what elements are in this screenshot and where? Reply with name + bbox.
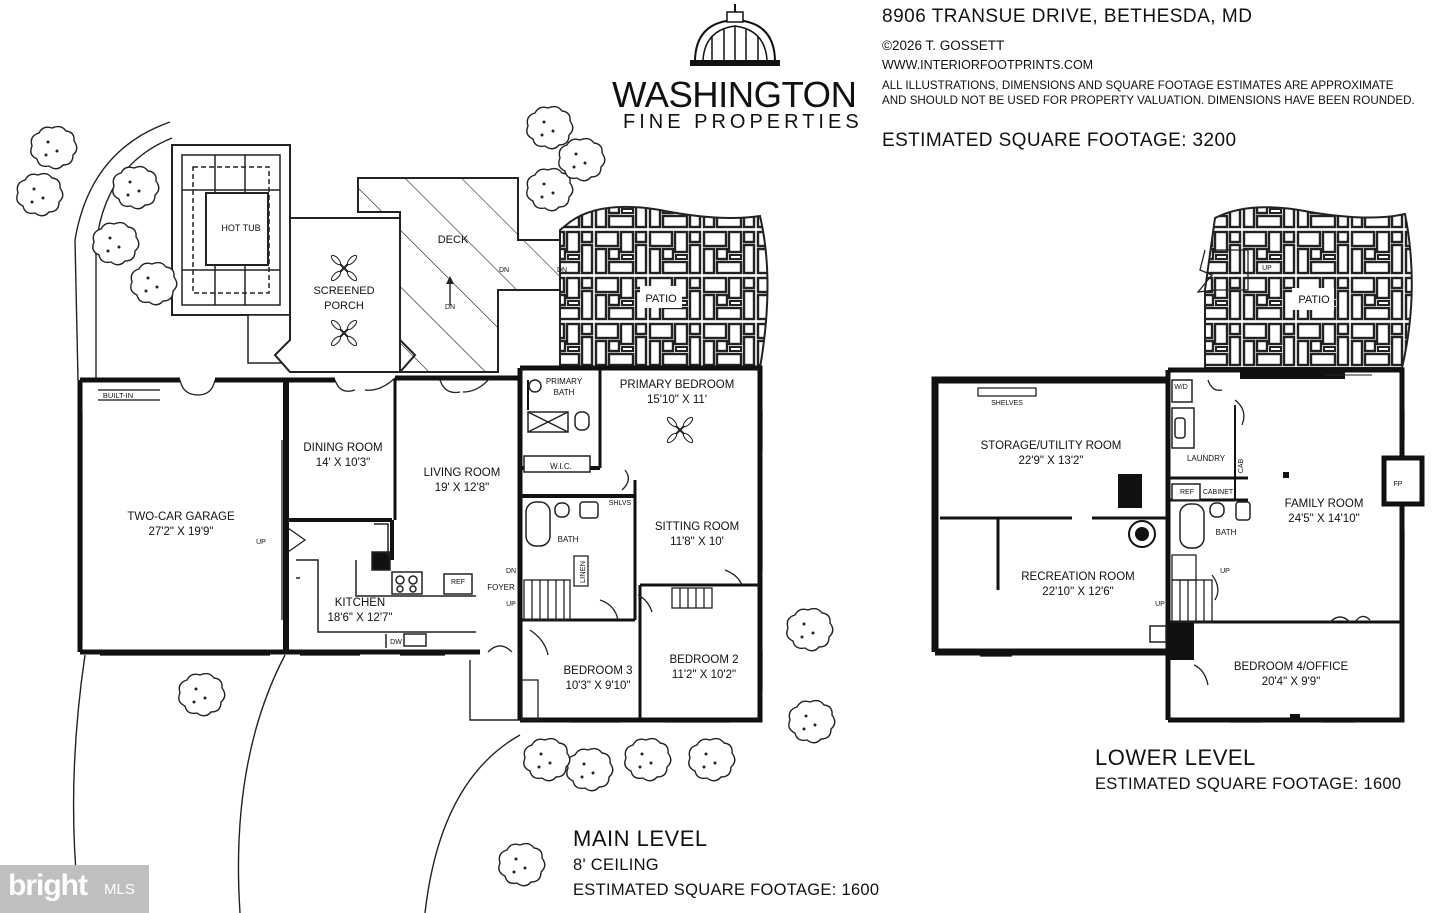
primary-bedroom-name: PRIMARY BEDROOM: [620, 379, 735, 391]
garage-name: TWO-CAR GARAGE: [127, 511, 235, 523]
dn-label-deck: DN: [499, 267, 509, 274]
linen-label: LINEN: [578, 561, 587, 583]
kitchen-counters: [296, 523, 476, 648]
bath-lower-label: BATH: [1216, 528, 1237, 537]
total-square-footage: ESTIMATED SQUARE FOOTAGE: 3200: [882, 130, 1237, 151]
family-room-dim: 24'5" X 14'10": [1288, 513, 1359, 525]
bedroom2-name: BEDROOM 2: [669, 654, 738, 666]
bedroom4-dim: 20'4" X 9'9": [1262, 676, 1321, 688]
disclaimer: ALL ILLUSTRATIONS, DIMENSIONS AND SQUARE…: [882, 78, 1438, 108]
dw-label: DW: [390, 639, 402, 646]
bedroom4-name: BEDROOM 4/OFFICE: [1234, 661, 1349, 673]
dn-label-patio: DN: [557, 267, 567, 274]
patio-lower-label: PATIO: [1298, 294, 1330, 306]
website-link[interactable]: WWW.INTERIORFOOTPRINTS.COM: [882, 58, 1094, 72]
wd-label: W/D: [1174, 384, 1188, 391]
bedroom3-name: BEDROOM 3: [563, 665, 632, 677]
up-lower-stair-1: UP: [1220, 568, 1230, 575]
fireplace-label: FP: [1394, 481, 1403, 488]
brokerage-logo-name: WASHINGTON: [612, 74, 857, 115]
patio-lower: [1204, 206, 1413, 369]
hot-tub-area: [171, 144, 291, 364]
garage-dim: 27'2" X 19'9": [149, 526, 214, 538]
up-lower-patio: UP: [1262, 265, 1272, 272]
ref-label: REF: [451, 579, 465, 586]
laundry-label: LAUNDRY: [1187, 454, 1226, 463]
up-lower-stair-2: UP: [1155, 601, 1165, 608]
living-dim: 19' X 12'8": [435, 482, 490, 494]
primary-bath-label-1: PRIMARY: [546, 377, 583, 386]
deck-area: [357, 177, 609, 373]
built-in-label: BUILT-IN: [103, 391, 133, 400]
cab-label: CAB: [1238, 458, 1245, 473]
deck-label: DECK: [438, 234, 469, 246]
copyright-notice: ©2026 T. GOSSETT: [882, 38, 1005, 53]
mls-suffix: MLS: [104, 881, 135, 898]
lower-level-sqft: ESTIMATED SQUARE FOOTAGE: 1600: [1095, 775, 1402, 793]
disclaimer-line-1: ALL ILLUSTRATIONS, DIMENSIONS AND SQUARE…: [882, 79, 1394, 92]
dining-dim: 14' X 10'3": [316, 457, 371, 469]
lower-level-caption: LOWER LEVEL ESTIMATED SQUARE FOOTAGE: 16…: [1095, 745, 1401, 794]
foyer-label: FOYER: [487, 583, 515, 592]
dn-label-deck-2: DN: [445, 304, 455, 311]
bath-label: BATH: [558, 535, 579, 544]
main-stairs: [521, 555, 713, 721]
property-address: 8906 TRANSUE DRIVE, BETHESDA, MD: [882, 6, 1253, 27]
cabinet-label: CABINET: [1203, 489, 1234, 496]
mls-brand: bright: [8, 869, 88, 902]
shelves-lower-label: SHELVES: [991, 400, 1023, 407]
bedroom3-dim: 10'3" X 9'10": [566, 680, 631, 692]
main-level-sqft: ESTIMATED SQUARE FOOTAGE: 1600: [573, 881, 880, 899]
brokerage-logo-subtitle: FINE PROPERTIES: [623, 111, 863, 133]
dome-logo-icon: [690, 4, 780, 66]
primary-bath-label-2: BATH: [554, 388, 575, 397]
bright-mls-badge: bright MLS: [0, 865, 149, 913]
main-level-ceiling: 8' CEILING: [573, 856, 659, 874]
porch-label-2: PORCH: [324, 300, 364, 312]
wic-label: W.I.C.: [550, 462, 572, 471]
main-level-caption: MAIN LEVEL 8' CEILING ESTIMATED SQUARE F…: [573, 826, 879, 900]
hot-tub-label: HOT TUB: [221, 223, 260, 233]
sitting-room-name: SITTING ROOM: [655, 521, 739, 533]
main-level-walls: [77, 365, 763, 723]
main-level-title: MAIN LEVEL: [573, 826, 708, 851]
kitchen-name: KITCHEN: [335, 597, 385, 609]
recreation-room-name: RECREATION ROOM: [1021, 571, 1135, 583]
dn-label-foyer: DN: [506, 568, 516, 575]
dining-name: DINING ROOM: [303, 442, 382, 454]
ref-lower-label: REF: [1180, 489, 1194, 496]
bedroom2-dim: 11'2" X 10'2": [672, 669, 736, 681]
up-label-foyer: UP: [506, 601, 516, 608]
primary-bedroom-dim: 15'10" X 11': [647, 394, 707, 406]
lower-level-walls: [931, 367, 1405, 723]
kitchen-dim: 18'6" X 12'7": [328, 612, 393, 624]
family-room-name: FAMILY ROOM: [1285, 498, 1364, 510]
storage-room-name: STORAGE/UTILITY ROOM: [981, 440, 1122, 452]
storage-room-dim: 22'9" X 13'2": [1019, 455, 1084, 467]
shelves-label: SHLVS: [609, 500, 632, 507]
sitting-room-dim: 11'8" X 10': [670, 536, 724, 548]
living-name: LIVING ROOM: [424, 467, 501, 479]
recreation-room-dim: 22'10" X 12'6": [1042, 586, 1113, 598]
disclaimer-line-2: AND SHOULD NOT BE USED FOR PROPERTY VALU…: [882, 94, 1415, 107]
up-label-garage: UP: [256, 539, 266, 546]
lower-level-title: LOWER LEVEL: [1095, 745, 1256, 770]
patio-label: PATIO: [645, 293, 677, 305]
porch-label-1: SCREENED: [313, 285, 374, 297]
